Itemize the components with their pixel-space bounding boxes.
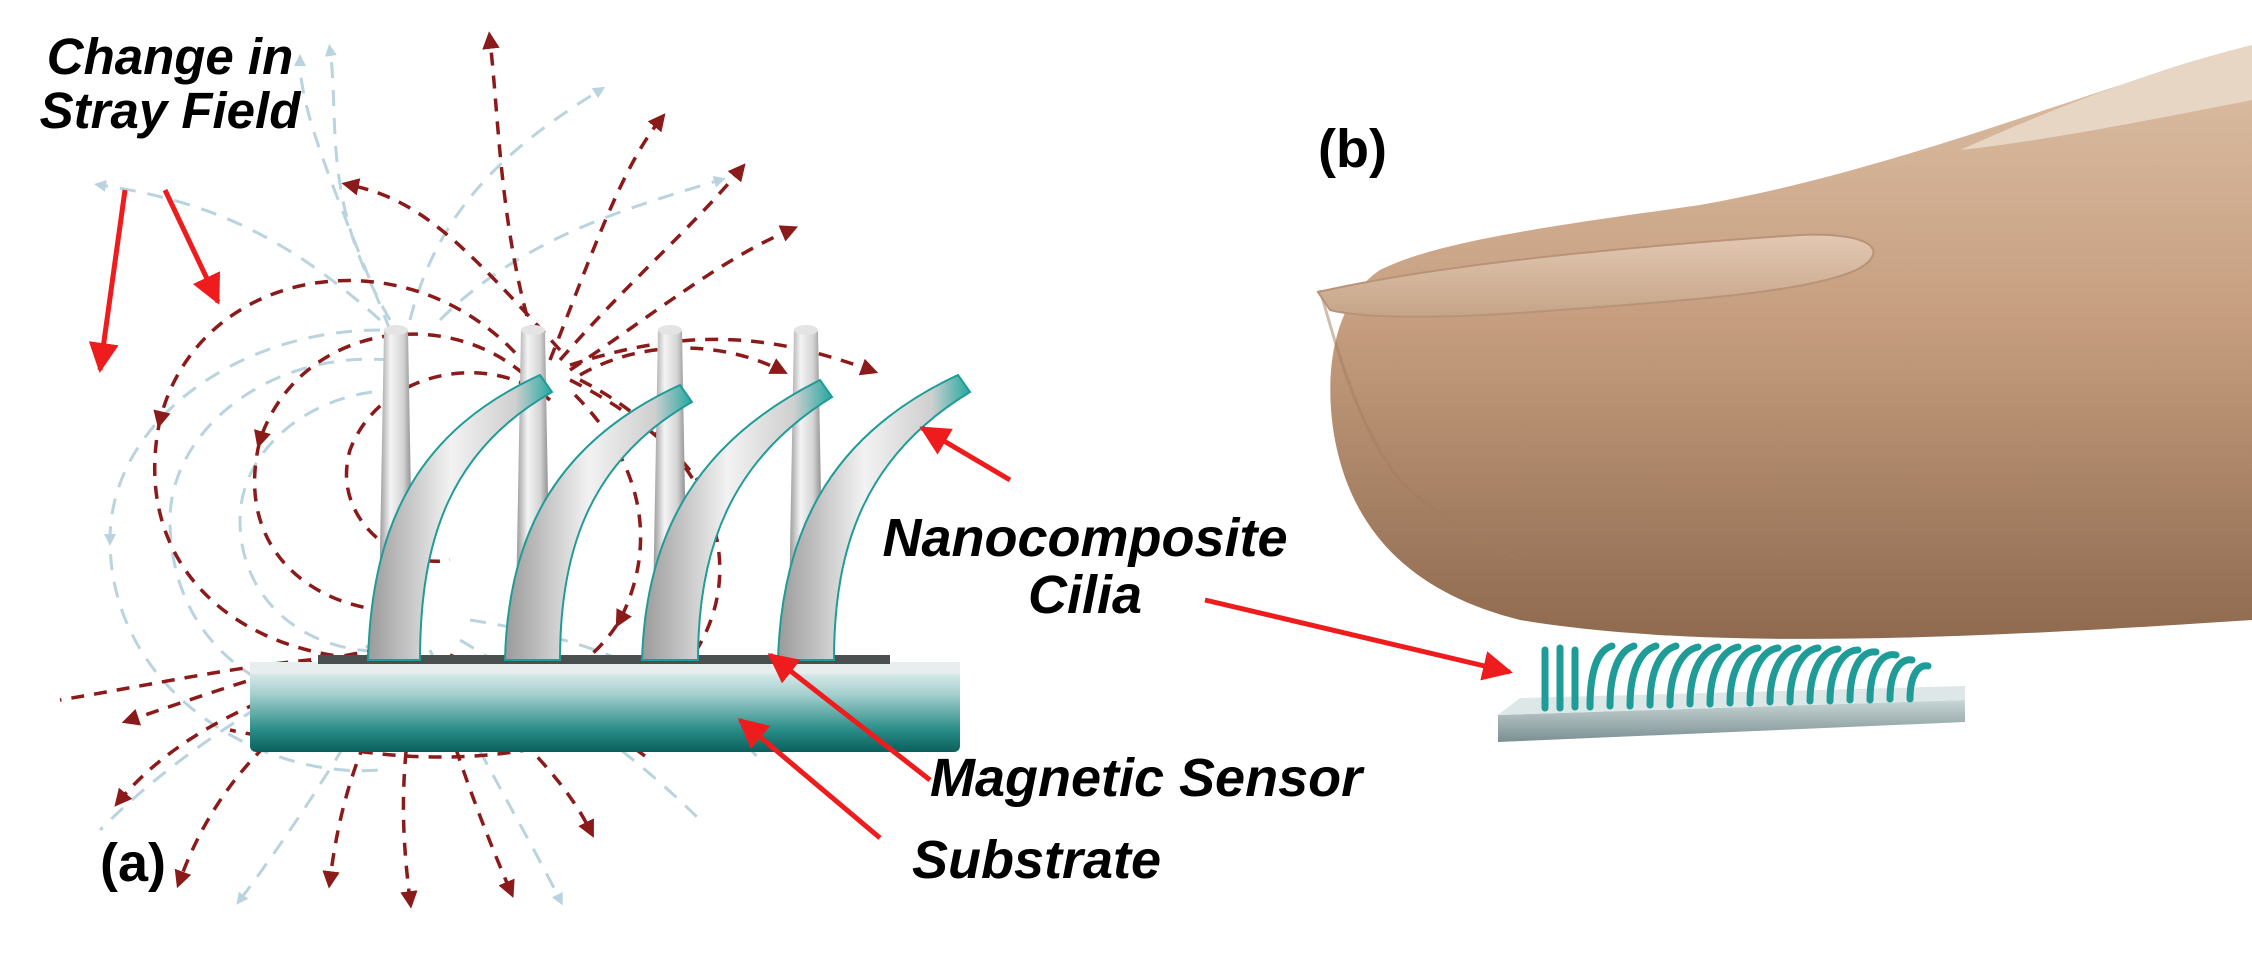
chip-cilia-array — [1541, 642, 1932, 712]
stray-field-label: Change in Stray Field — [20, 30, 320, 137]
substrate-label: Substrate — [912, 830, 1162, 890]
fingernail — [1316, 233, 1875, 318]
stray-field-label-line1: Change in — [46, 28, 294, 85]
finger — [1318, 45, 2252, 639]
nanocomposite-arrow — [919, 425, 1012, 483]
substrate-block — [250, 662, 960, 752]
magnetic-sensor-arrow — [767, 653, 932, 782]
cilia-chip-arrow — [1204, 597, 1513, 681]
substrate-arrow — [737, 718, 882, 840]
panel-b-illustration — [1316, 45, 2252, 742]
nanocomposite-label-line1: Nanocomposite — [882, 508, 1288, 568]
panel-b-label: (b) — [1318, 119, 1387, 179]
nanocomposite-cilia-label: Nanocomposite Cilia — [870, 510, 1300, 623]
stray-field-arrow-right — [162, 188, 221, 305]
bent-cilia — [366, 373, 972, 661]
nanocomposite-label-line2: Cilia — [1027, 564, 1143, 625]
pointer-arrows — [88, 188, 1513, 840]
panel-a-label: (a) — [100, 833, 166, 893]
stray-field-arrow-left — [88, 189, 128, 373]
magnetic-sensor-strip — [318, 655, 890, 664]
panel-a-illustration — [59, 31, 972, 909]
stray-field-label-line2: Stray Field — [39, 81, 301, 139]
magnetic-sensor-label: Magnetic Sensor — [930, 748, 1363, 808]
